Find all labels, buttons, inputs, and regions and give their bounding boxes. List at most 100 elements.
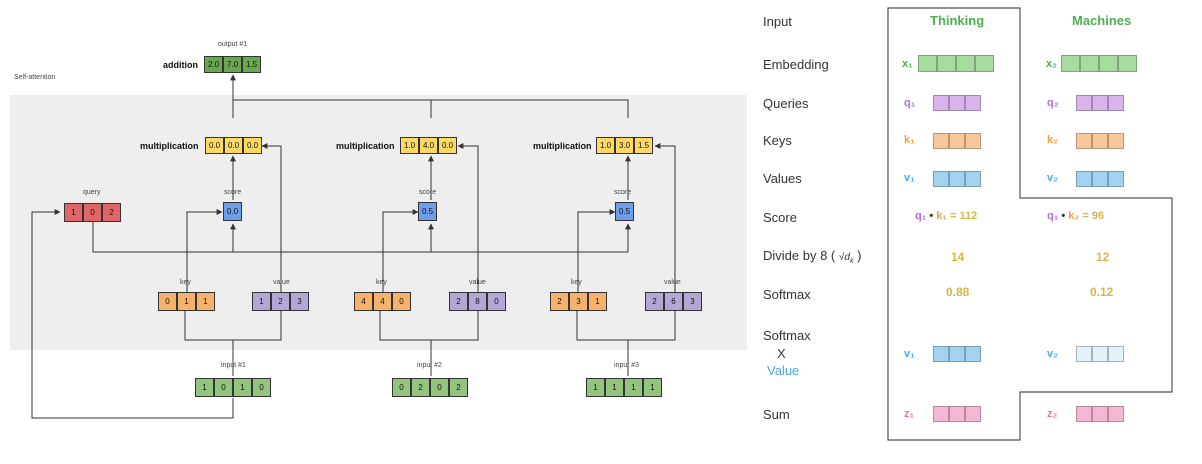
- weighted-value-v1-cell: [965, 346, 981, 362]
- weighted-value-v2-cell: [1108, 346, 1124, 362]
- divide-sqrt: √dk: [838, 252, 854, 265]
- value-cell: 3: [290, 292, 309, 311]
- weighted-value-v2-cell: [1076, 346, 1092, 362]
- value-label-3: value: [664, 279, 681, 286]
- embedding-x1-cell: [937, 55, 956, 72]
- divide-sqrt-subscript: k: [849, 258, 854, 265]
- key-label-2: key: [376, 279, 387, 286]
- symbol-z1: z₁: [904, 408, 915, 420]
- value-label-2: value: [469, 279, 486, 286]
- row-label-score: Score: [763, 210, 797, 225]
- weighted-value-v2-cell: [1092, 346, 1108, 362]
- query-cell: 2: [102, 203, 121, 222]
- self-attention-panel: [10, 95, 747, 350]
- output-cell: 7.0: [223, 56, 242, 73]
- output-label: output #1: [218, 41, 248, 48]
- value-cell: 6: [664, 292, 683, 311]
- sum-z1-cell: [949, 406, 965, 422]
- value-cell: 3: [683, 292, 702, 311]
- input-label-3: input #3: [614, 362, 639, 369]
- input-cell: 2: [411, 378, 430, 397]
- symbol-v1: v₁: [904, 172, 915, 184]
- score-formula-dot: •: [929, 210, 934, 222]
- key-label-3: key: [571, 279, 582, 286]
- sum-z2-cell: [1076, 406, 1092, 422]
- sum-z1-cell: [965, 406, 981, 422]
- value-v2-cell: [1108, 171, 1124, 187]
- connector-lines: [31, 74, 678, 419]
- divided-value-1: 14: [951, 250, 965, 264]
- symbol-v2-weighted: v₂: [1047, 348, 1059, 360]
- key-k1-cell: [933, 133, 949, 149]
- embedding-x2-cell: [1080, 55, 1099, 72]
- key-cell: 4: [373, 292, 392, 311]
- score-formula-result-2: = 96: [1082, 210, 1105, 222]
- score-formula-k1: k₁: [936, 210, 947, 222]
- divided-value-2: 12: [1096, 250, 1110, 264]
- row-label-embedding: Embedding: [763, 57, 829, 72]
- symbol-k2: k₂: [1047, 134, 1059, 146]
- symbol-q1: q₁: [904, 97, 916, 109]
- query-q2-cell: [1076, 95, 1092, 111]
- symbol-x2: x₂: [1046, 58, 1058, 70]
- mult-cell: 1.5: [634, 137, 653, 154]
- value-label-1: value: [273, 279, 290, 286]
- symbol-v2: v₂: [1047, 172, 1059, 184]
- score-label-1: score: [224, 189, 242, 196]
- score-formula-q1: q₁: [915, 210, 927, 222]
- value-cell: 1: [252, 292, 271, 311]
- value-cell: 2: [449, 292, 468, 311]
- value-cell: 8: [468, 292, 487, 311]
- key-cell: 3: [569, 292, 588, 311]
- key-cell: 1: [196, 292, 215, 311]
- mult-cell: 1.0: [400, 137, 419, 154]
- mult-cell: 1.0: [596, 137, 615, 154]
- weighted-value-v1-cell: [949, 346, 965, 362]
- word-thinking: Thinking: [930, 13, 985, 28]
- symbol-q2: q₂: [1047, 97, 1059, 109]
- value-v1-cell: [949, 171, 965, 187]
- weighted-value-v1-cell: [933, 346, 949, 362]
- score-box-1: 0.0: [223, 202, 242, 221]
- row-label-divide: Divide by 8 ( √dk ): [763, 248, 861, 265]
- embedding-x1-cell: [975, 55, 994, 72]
- score-formula-2: q₁ • k₂ = 96: [1047, 210, 1104, 222]
- output-cell: 1.5: [242, 56, 261, 73]
- row-label-input: Input: [763, 14, 792, 29]
- addition-label: addition: [163, 60, 198, 70]
- row-label-queries: Queries: [763, 96, 809, 111]
- sum-z2-cell: [1092, 406, 1108, 422]
- value-v2-cell: [1092, 171, 1108, 187]
- value-cell: 0: [487, 292, 506, 311]
- input-cell: 1: [233, 378, 252, 397]
- embedding-x1-cell: [918, 55, 937, 72]
- mult-cell: 0.0: [438, 137, 457, 154]
- embedding-x2-cell: [1061, 55, 1080, 72]
- input-cell: 0: [252, 378, 271, 397]
- score-formula-k2: k₂: [1068, 210, 1080, 222]
- value-v1-cell: [965, 171, 981, 187]
- key-cell: 0: [158, 292, 177, 311]
- symbol-x1: x₁: [902, 58, 913, 70]
- word-machines: Machines: [1072, 13, 1132, 28]
- input-cell: 1: [624, 378, 643, 397]
- input-cell: 1: [643, 378, 662, 397]
- query-q1-cell: [949, 95, 965, 111]
- embedding-x2-cell: [1099, 55, 1118, 72]
- query-label: query: [83, 189, 101, 196]
- key-cell: 4: [354, 292, 373, 311]
- row-label-values: Values: [763, 171, 802, 186]
- input-cell: 0: [392, 378, 411, 397]
- key-cell: 2: [550, 292, 569, 311]
- input-cell: 0: [430, 378, 449, 397]
- symbol-z2: z₂: [1047, 408, 1058, 420]
- row-label-keys: Keys: [763, 133, 792, 148]
- key-k2-cell: [1108, 133, 1124, 149]
- key-k2-cell: [1092, 133, 1108, 149]
- thinking-column-outline: [887, 7, 1173, 441]
- multiplication-label-1: multiplication: [140, 141, 199, 151]
- key-k1-cell: [965, 133, 981, 149]
- panel-title: Self-attention: [14, 74, 56, 81]
- mult-cell: 3.0: [615, 137, 634, 154]
- row-label-softmax-x-value-3: Value: [767, 363, 800, 378]
